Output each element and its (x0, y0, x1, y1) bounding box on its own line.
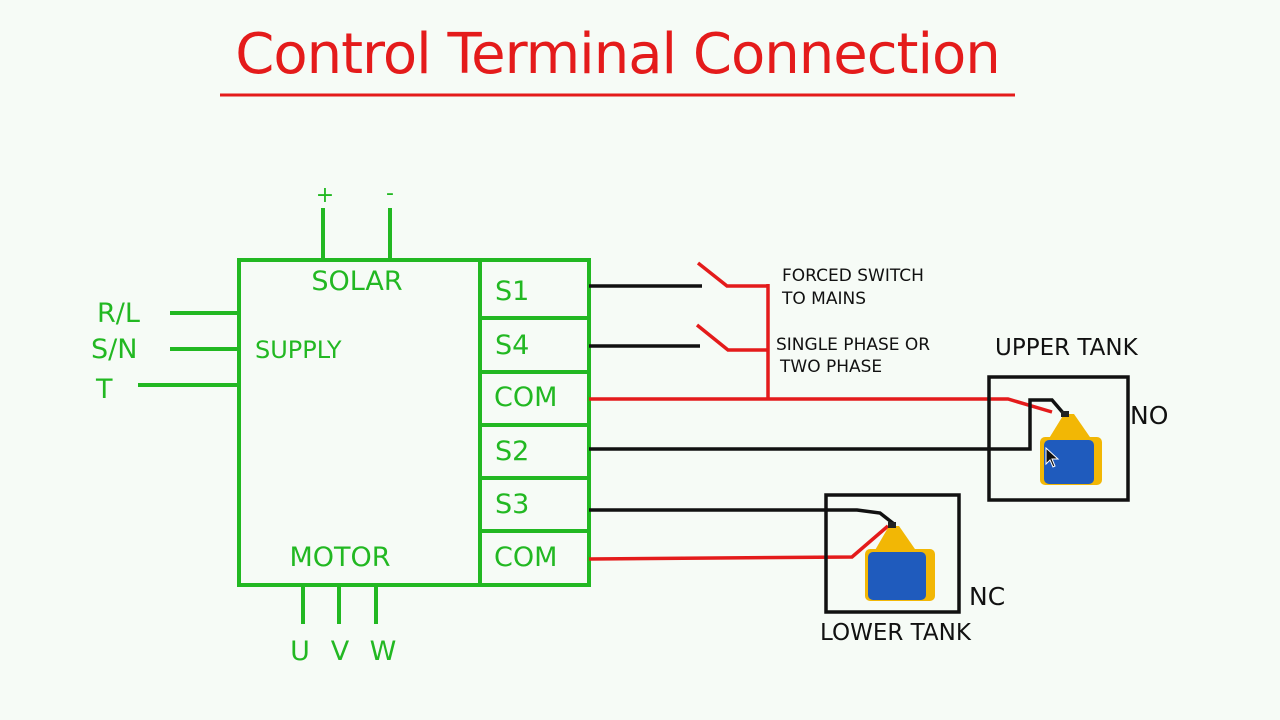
float-switch-icon (865, 522, 935, 601)
supply-label: SUPPLY (255, 336, 342, 364)
phase-label-2: TWO PHASE (779, 357, 882, 377)
solar-plus-label: + (316, 183, 334, 208)
terminal-strip (480, 316, 589, 533)
move-cursor-icon (1045, 446, 1060, 468)
forced-switch-label-2: TO MAINS (781, 289, 866, 309)
float-switch-icon (1040, 411, 1102, 485)
upper-tank-label: UPPER TANK (995, 335, 1139, 361)
upper-tank (987, 375, 1130, 502)
output-label-u: U (290, 636, 310, 667)
lower-tank (824, 493, 961, 614)
controller-box (237, 258, 591, 587)
terminal-s4: S4 (495, 330, 529, 361)
terminal-s1: S1 (495, 276, 529, 307)
switch-phase (695, 323, 768, 352)
page-title: Control Terminal Connection (235, 22, 1001, 87)
terminal-s3: S3 (495, 489, 529, 520)
wire-com-lower (588, 524, 890, 561)
input-label-t: T (95, 374, 113, 405)
output-label-w: W (370, 636, 397, 667)
motor-label: MOTOR (289, 542, 390, 573)
lower-tank-label: LOWER TANK (820, 620, 972, 646)
switch-forced (696, 261, 768, 288)
lower-contact-label: NC (969, 582, 1005, 611)
wire-s3-lower (589, 508, 896, 526)
solar-label: SOLAR (311, 266, 402, 297)
forced-switch-label-1: FORCED SWITCH (782, 266, 924, 286)
terminal-com-2: COM (494, 542, 557, 573)
upper-contact-label: NO (1130, 401, 1168, 430)
output-label-v: V (331, 636, 350, 667)
wire-s2-upper (589, 398, 1066, 451)
terminal-s2: S2 (495, 436, 529, 467)
solar-minus-label: - (386, 181, 394, 206)
input-label-r: R/L (97, 298, 140, 329)
phase-label-1: SINGLE PHASE OR (776, 335, 930, 355)
terminal-com-1: COM (494, 382, 557, 413)
wire-com-upper (589, 397, 1053, 414)
input-label-s: S/N (91, 334, 137, 365)
